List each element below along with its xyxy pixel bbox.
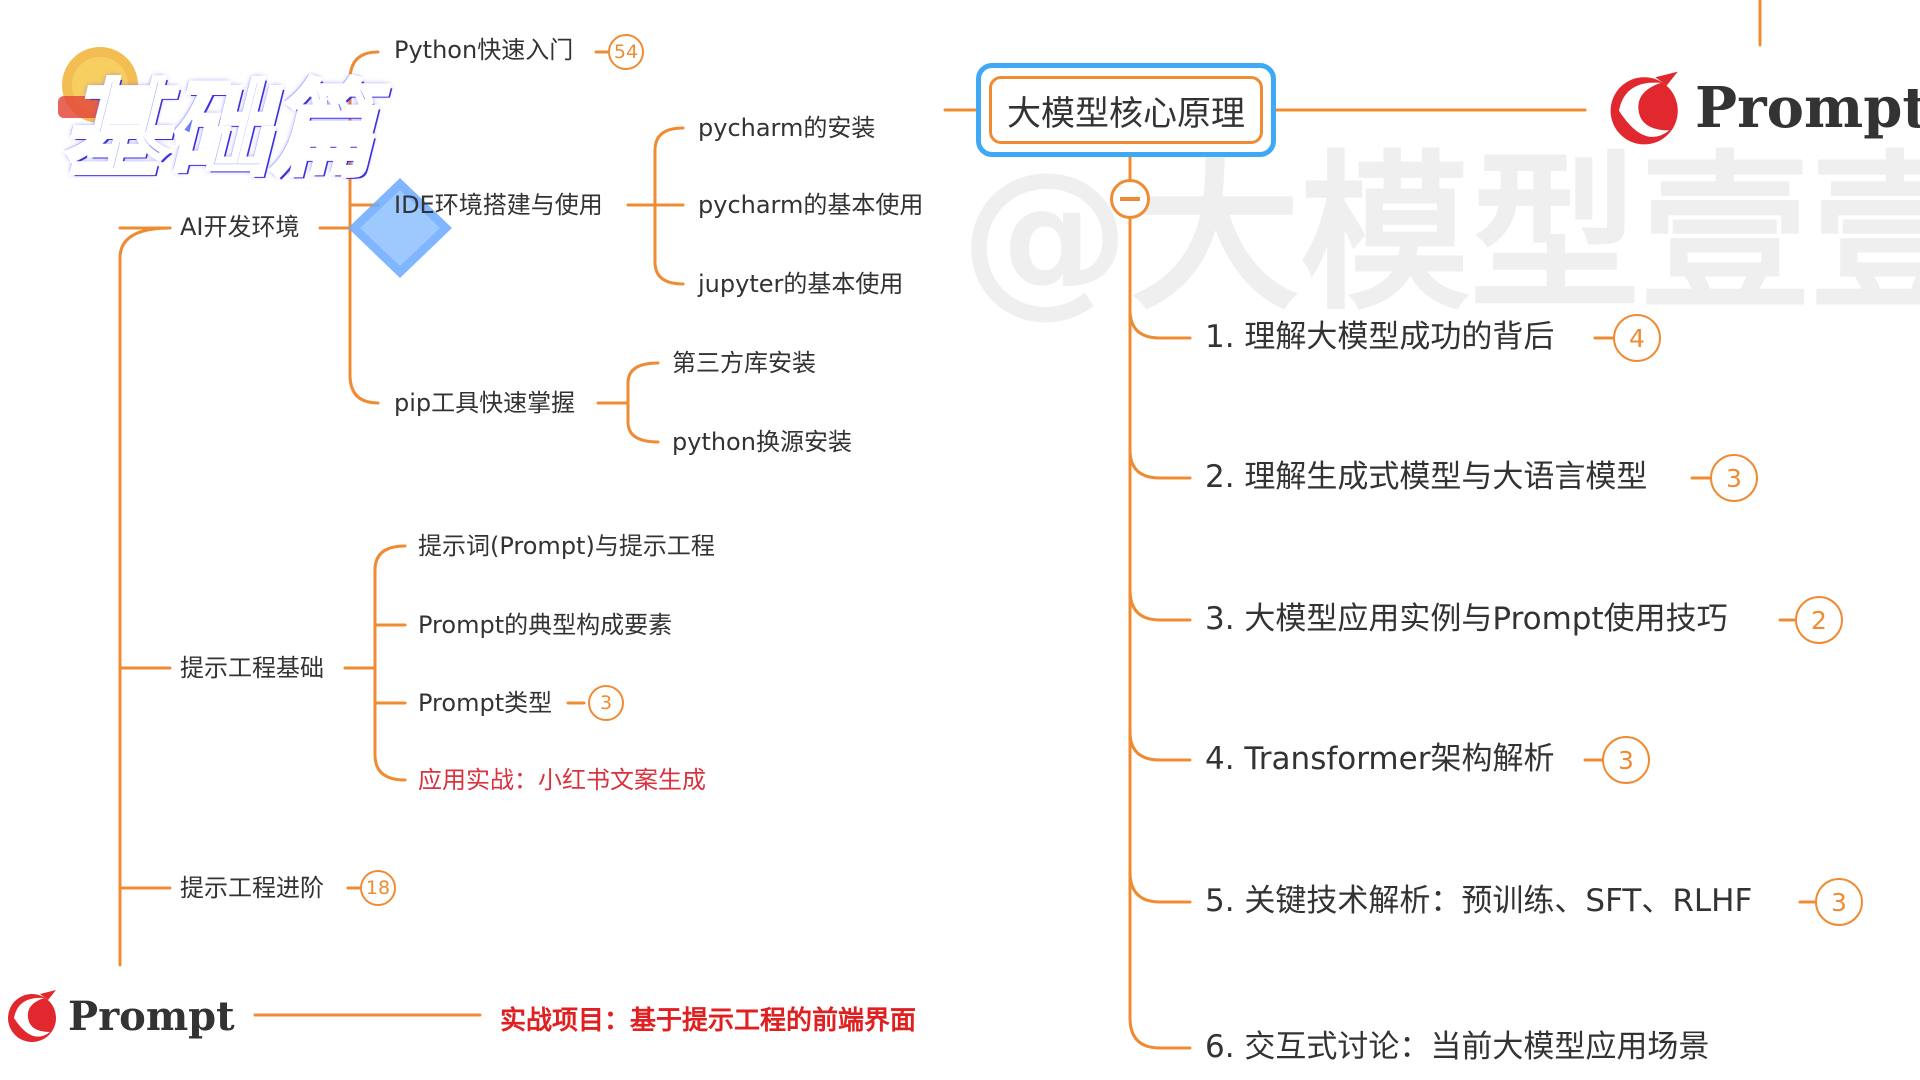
brand-name: Prompt xyxy=(68,992,235,1040)
node-ai-env[interactable]: AI开发环境 xyxy=(180,213,300,241)
node-prompt-advanced[interactable]: 提示工程进阶 xyxy=(180,874,324,902)
count-badge-item-3[interactable]: 2 xyxy=(1795,596,1843,644)
count-badge-prompt-types[interactable]: 3 xyxy=(588,685,624,721)
collapse-toggle-icon[interactable] xyxy=(1110,179,1150,219)
node-prompt-engineering[interactable]: 提示词(Prompt)与提示工程 xyxy=(418,532,715,560)
count-badge-item-4[interactable]: 3 xyxy=(1602,736,1650,784)
count-badge-prompt-advanced[interactable]: 18 xyxy=(360,870,396,906)
node-prompt-types[interactable]: Prompt类型 xyxy=(418,689,553,717)
count-badge-item-1[interactable]: 4 xyxy=(1613,314,1661,362)
decor-diamond-icon xyxy=(348,178,452,278)
node-xiaohongshu-practice[interactable]: 应用实战：小红书文案生成 xyxy=(418,766,706,794)
root-node-box[interactable]: 大模型核心原理 xyxy=(976,63,1276,157)
brand-logo-top: Prompt xyxy=(1605,68,1920,148)
node-third-party-install[interactable]: 第三方库安装 xyxy=(672,349,816,377)
node-prompt-basics[interactable]: 提示工程基础 xyxy=(180,654,324,682)
node-ide[interactable]: IDE环境搭建与使用 xyxy=(394,191,603,219)
watermark: @大模型壹壹 xyxy=(960,136,1920,334)
count-badge-item-2[interactable]: 3 xyxy=(1710,454,1758,502)
node-right-item-3[interactable]: 3. 大模型应用实例与Prompt使用技巧 xyxy=(1205,601,1728,637)
node-right-item-2[interactable]: 2. 理解生成式模型与大语言模型 xyxy=(1205,459,1648,495)
node-frontend-project[interactable]: 实战项目：基于提示工程的前端界面 xyxy=(500,1006,917,1036)
count-badge-item-5[interactable]: 3 xyxy=(1815,878,1863,926)
coin-icon xyxy=(58,47,158,123)
header-title: 基础篇 xyxy=(60,69,376,191)
node-pycharm-basic[interactable]: pycharm的基本使用 xyxy=(698,191,924,219)
node-python-intro[interactable]: Python快速入门 xyxy=(394,36,574,64)
brand-logo-bottom: Prompt xyxy=(4,988,235,1044)
prompt-logo-icon xyxy=(1610,71,1678,145)
count-badge-python[interactable]: 54 xyxy=(608,34,644,70)
node-jupyter-basic[interactable]: jupyter的基本使用 xyxy=(698,270,904,298)
node-python-mirror[interactable]: python换源安装 xyxy=(672,428,852,456)
prompt-logo-icon xyxy=(8,990,56,1042)
node-right-item-5[interactable]: 5. 关键技术解析：预训练、SFT、RLHF xyxy=(1205,883,1753,919)
node-right-item-6[interactable]: 6. 交互式讨论：当前大模型应用场景 xyxy=(1205,1029,1710,1065)
root-node-label: 大模型核心原理 xyxy=(989,76,1263,144)
node-right-item-4[interactable]: 4. Transformer架构解析 xyxy=(1205,741,1555,777)
node-right-item-1[interactable]: 1. 理解大模型成功的背后 xyxy=(1205,319,1555,355)
brand-name: Prompt xyxy=(1695,75,1920,141)
node-pycharm-install[interactable]: pycharm的安装 xyxy=(698,114,876,142)
node-prompt-elements[interactable]: Prompt的典型构成要素 xyxy=(418,611,673,639)
node-pip[interactable]: pip工具快速掌握 xyxy=(394,389,576,417)
